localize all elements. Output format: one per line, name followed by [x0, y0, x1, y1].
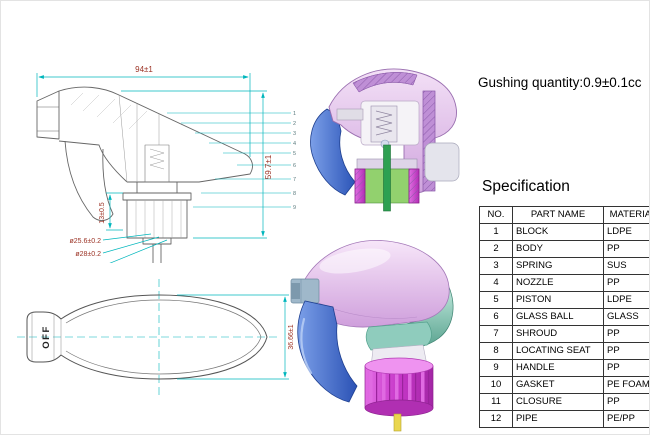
spec-part: SPRING — [512, 257, 604, 275]
spec-material: PE/PP — [603, 410, 649, 428]
dim-overall-width: 94±1 — [135, 65, 153, 74]
spec-no: 12 — [479, 410, 513, 428]
assembled-render — [290, 240, 454, 432]
spec-row: 12 PIPE PE/PP — [479, 410, 649, 428]
trigger — [297, 300, 358, 403]
spec-part: PIPE — [512, 410, 604, 428]
gushing-quantity-note: Gushing quantity:0.9±0.1cc — [478, 75, 642, 90]
spec-header-part: PART NAME — [512, 206, 604, 224]
spec-part: PISTON — [512, 291, 604, 309]
dim-dia-inner: ø25.6±0.2 — [70, 238, 102, 245]
centerlines — [17, 279, 281, 395]
spec-no: 7 — [479, 325, 513, 343]
spec-material: PP — [603, 359, 649, 377]
spec-no: 8 — [479, 342, 513, 360]
spec-material: PP — [603, 274, 649, 292]
spec-part: GLASS BALL — [512, 308, 604, 326]
spec-header-row: NO. PART NAME MATERIAL — [479, 206, 649, 224]
spec-part: GASKET — [512, 376, 604, 394]
spec-part: HANDLE — [512, 359, 604, 377]
spec-row: 3 SPRING SUS — [479, 257, 649, 275]
callout-number: 6 — [293, 163, 296, 169]
specification-title: Specification — [482, 178, 570, 195]
rear-cap — [424, 142, 460, 182]
spec-row: 10 GASKET PE FOAM — [479, 376, 649, 394]
nozzle-channel — [336, 108, 364, 121]
spec-header-no: NO. — [479, 206, 513, 224]
cutaway-render — [310, 68, 460, 212]
top-view-drawing: OFF 36.66±1 — [17, 279, 295, 395]
spec-part: BLOCK — [512, 223, 604, 241]
callout-number: 7 — [293, 177, 296, 183]
spec-material: PP — [603, 240, 649, 258]
callout-number: 4 — [293, 141, 296, 147]
callout-number: 1 — [293, 111, 296, 117]
spec-row: 5 PISTON LDPE — [479, 291, 649, 309]
spec-header-material: MATERIAL — [603, 206, 649, 224]
spec-part: LOCATING SEAT — [512, 342, 604, 360]
spec-row: 1 BLOCK LDPE — [479, 223, 649, 241]
closure — [364, 357, 434, 417]
part-callout-numbers: 1 2 3 4 5 6 7 8 9 — [293, 111, 296, 211]
spec-row: 4 NOZZLE PP — [479, 274, 649, 292]
spec-material: LDPE — [603, 291, 649, 309]
spec-no: 10 — [479, 376, 513, 394]
trigger — [310, 108, 356, 196]
sprayer-top-outline — [26, 294, 268, 380]
dimension-lines — [177, 294, 289, 380]
off-label: OFF — [41, 325, 52, 349]
callout-number: 5 — [293, 151, 296, 157]
spec-no: 3 — [479, 257, 513, 275]
spec-material: PP — [603, 342, 649, 360]
spec-no: 4 — [479, 274, 513, 292]
spec-row: 2 BODY PP — [479, 240, 649, 258]
spec-row: 7 SHROUD PP — [479, 325, 649, 343]
body-collar — [365, 321, 432, 351]
callout-number: 9 — [293, 205, 296, 211]
spec-part: BODY — [512, 240, 604, 258]
spec-part: SHROUD — [512, 325, 604, 343]
spec-no: 2 — [479, 240, 513, 258]
dip-tube-yellow — [393, 413, 402, 432]
spec-material: PE FOAM — [603, 376, 649, 394]
spec-material: LDPE — [603, 223, 649, 241]
spec-no: 6 — [479, 308, 513, 326]
spec-no: 9 — [479, 359, 513, 377]
callout-number: 2 — [293, 121, 296, 127]
spec-no: 5 — [479, 291, 513, 309]
callout-number: 3 — [293, 131, 296, 137]
dim-overall-height: 59.7±1 — [264, 154, 273, 179]
spec-table: NO. PART NAME MATERIAL 1 BLOCK LDPE 2 BO… — [479, 206, 649, 428]
trigger-highlight — [300, 317, 313, 375]
dim-dia-mid: ø28±0.2 — [75, 251, 101, 258]
dim-top-height: 36.66±1 — [288, 324, 295, 349]
sprayer-side-outline — [36, 86, 253, 263]
spec-no: 11 — [479, 393, 513, 411]
dimension-lines — [36, 73, 291, 263]
closure-ribs — [369, 366, 430, 408]
spec-material: GLASS — [603, 308, 649, 326]
spec-row: 8 LOCATING SEAT PP — [479, 342, 649, 360]
shroud-highlight — [319, 248, 391, 274]
spec-row: 9 HANDLE PP — [479, 359, 649, 377]
spring — [375, 110, 393, 136]
spec-material: PP — [603, 325, 649, 343]
spec-row: 11 CLOSURE PP — [479, 393, 649, 411]
spec-material: SUS — [603, 257, 649, 275]
spec-material: PP — [603, 393, 649, 411]
callout-number: 8 — [293, 191, 296, 197]
spec-part: NOZZLE — [512, 274, 604, 292]
piston — [370, 105, 398, 143]
dim-neck-height: 13±0.5 — [99, 202, 106, 223]
spec-row: 6 GLASS BALL GLASS — [479, 308, 649, 326]
nozzle — [290, 278, 320, 304]
spec-part: CLOSURE — [512, 393, 604, 411]
spec-no: 1 — [479, 223, 513, 241]
side-view-drawing: 94±1 59.7±1 13±0.5 ø25.6±0.2 ø28±0.2 ø31… — [36, 65, 296, 263]
dip-tube-green — [383, 144, 391, 212]
closure-walls — [354, 168, 420, 204]
